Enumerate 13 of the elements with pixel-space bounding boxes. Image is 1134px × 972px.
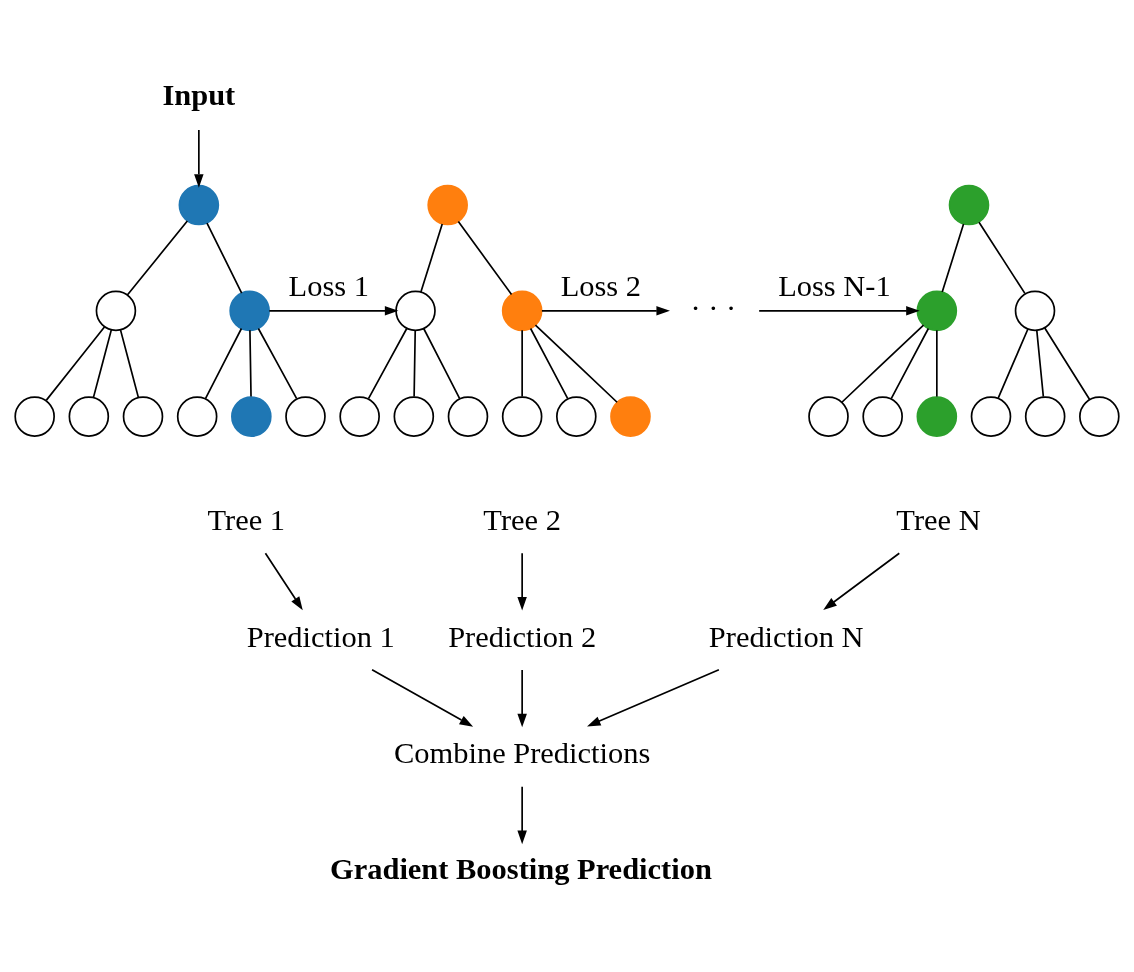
node-text: Gradient Boosting Prediction (330, 851, 712, 886)
node-text: Input (162, 77, 236, 112)
node-text: Combine Predictions (394, 736, 651, 771)
node-text: Prediction 2 (448, 619, 597, 654)
node-text: Prediction 1 (246, 619, 395, 654)
node-text: Prediction N (708, 619, 864, 654)
node-text: · · · (690, 291, 737, 326)
edge-label: Loss 2 (560, 269, 642, 304)
node-text: Tree 2 (483, 502, 561, 537)
node-text: Tree 1 (207, 502, 286, 537)
edge-label: Loss 1 (288, 269, 369, 304)
node-text: Tree N (896, 502, 981, 537)
edge-label: Loss N-1 (778, 269, 891, 304)
